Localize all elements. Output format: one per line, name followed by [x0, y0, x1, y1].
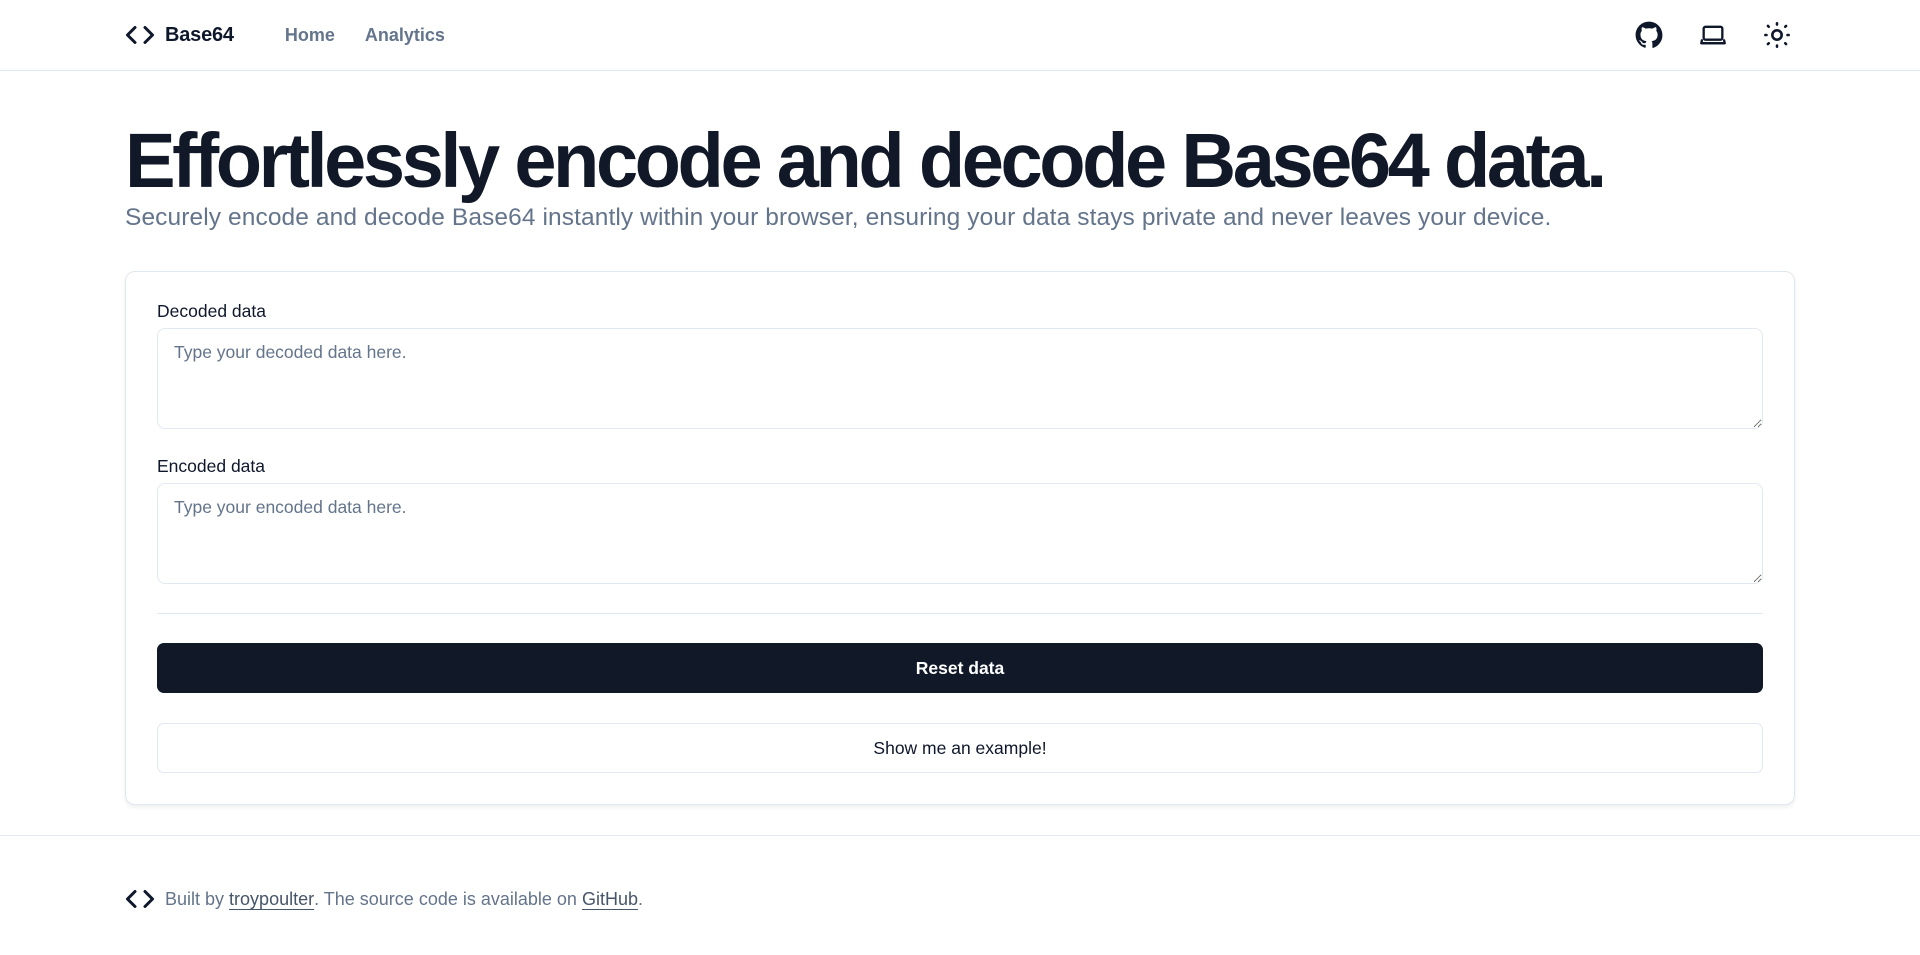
- footer-prefix: Built by: [165, 888, 225, 909]
- footer-text: Built by troypoulter. The source code is…: [165, 889, 643, 910]
- github-icon: [1635, 21, 1663, 48]
- github-source-link[interactable]: GitHub: [581, 888, 638, 909]
- show-example-button[interactable]: Show me an example!: [157, 723, 1763, 773]
- encoded-input[interactable]: [157, 483, 1763, 584]
- encoded-field-group: Encoded data: [157, 456, 1763, 589]
- footer-content: Built by troypoulter. The source code is…: [125, 884, 643, 914]
- decoded-input[interactable]: [157, 328, 1763, 429]
- code-brackets-icon: [126, 890, 154, 908]
- decoded-label: Decoded data: [157, 301, 266, 321]
- page-subtitle: Securely encode and decode Base64 instan…: [125, 204, 1552, 231]
- system-theme-button[interactable]: [1695, 17, 1731, 53]
- nav-home[interactable]: Home: [284, 24, 335, 45]
- theme-toggle-button[interactable]: [1759, 17, 1795, 53]
- brand-link[interactable]: Base64: [125, 20, 234, 50]
- header-actions: [1631, 17, 1795, 53]
- site-header: Base64 Home Analytics: [0, 0, 1920, 71]
- form-divider: [157, 613, 1763, 614]
- encoded-label: Encoded data: [157, 456, 266, 476]
- decoded-field-group: Decoded data: [157, 301, 1763, 434]
- hero-section: Effortlessly encode and decode Base64 da…: [125, 118, 1626, 233]
- site-footer: Built by troypoulter. The source code is…: [0, 835, 1920, 955]
- reset-data-button[interactable]: Reset data: [157, 643, 1763, 693]
- main-nav: Home Analytics: [285, 25, 445, 46]
- footer-suffix: .: [637, 888, 643, 909]
- converter-card: Decoded data Encoded data Reset data Sho…: [125, 271, 1795, 805]
- footer-middle: . The source code is available on: [314, 888, 577, 909]
- code-brackets-icon: [126, 26, 154, 44]
- sun-icon: [1764, 22, 1790, 48]
- brand-name: Base64: [165, 23, 234, 46]
- laptop-icon: [1700, 25, 1726, 45]
- header-container: Base64 Home Analytics: [125, 0, 1795, 70]
- author-link[interactable]: troypoulter: [229, 888, 315, 909]
- page-title: Effortlessly encode and decode Base64 da…: [125, 118, 1607, 204]
- github-button[interactable]: [1631, 17, 1667, 53]
- nav-analytics[interactable]: Analytics: [364, 24, 445, 45]
